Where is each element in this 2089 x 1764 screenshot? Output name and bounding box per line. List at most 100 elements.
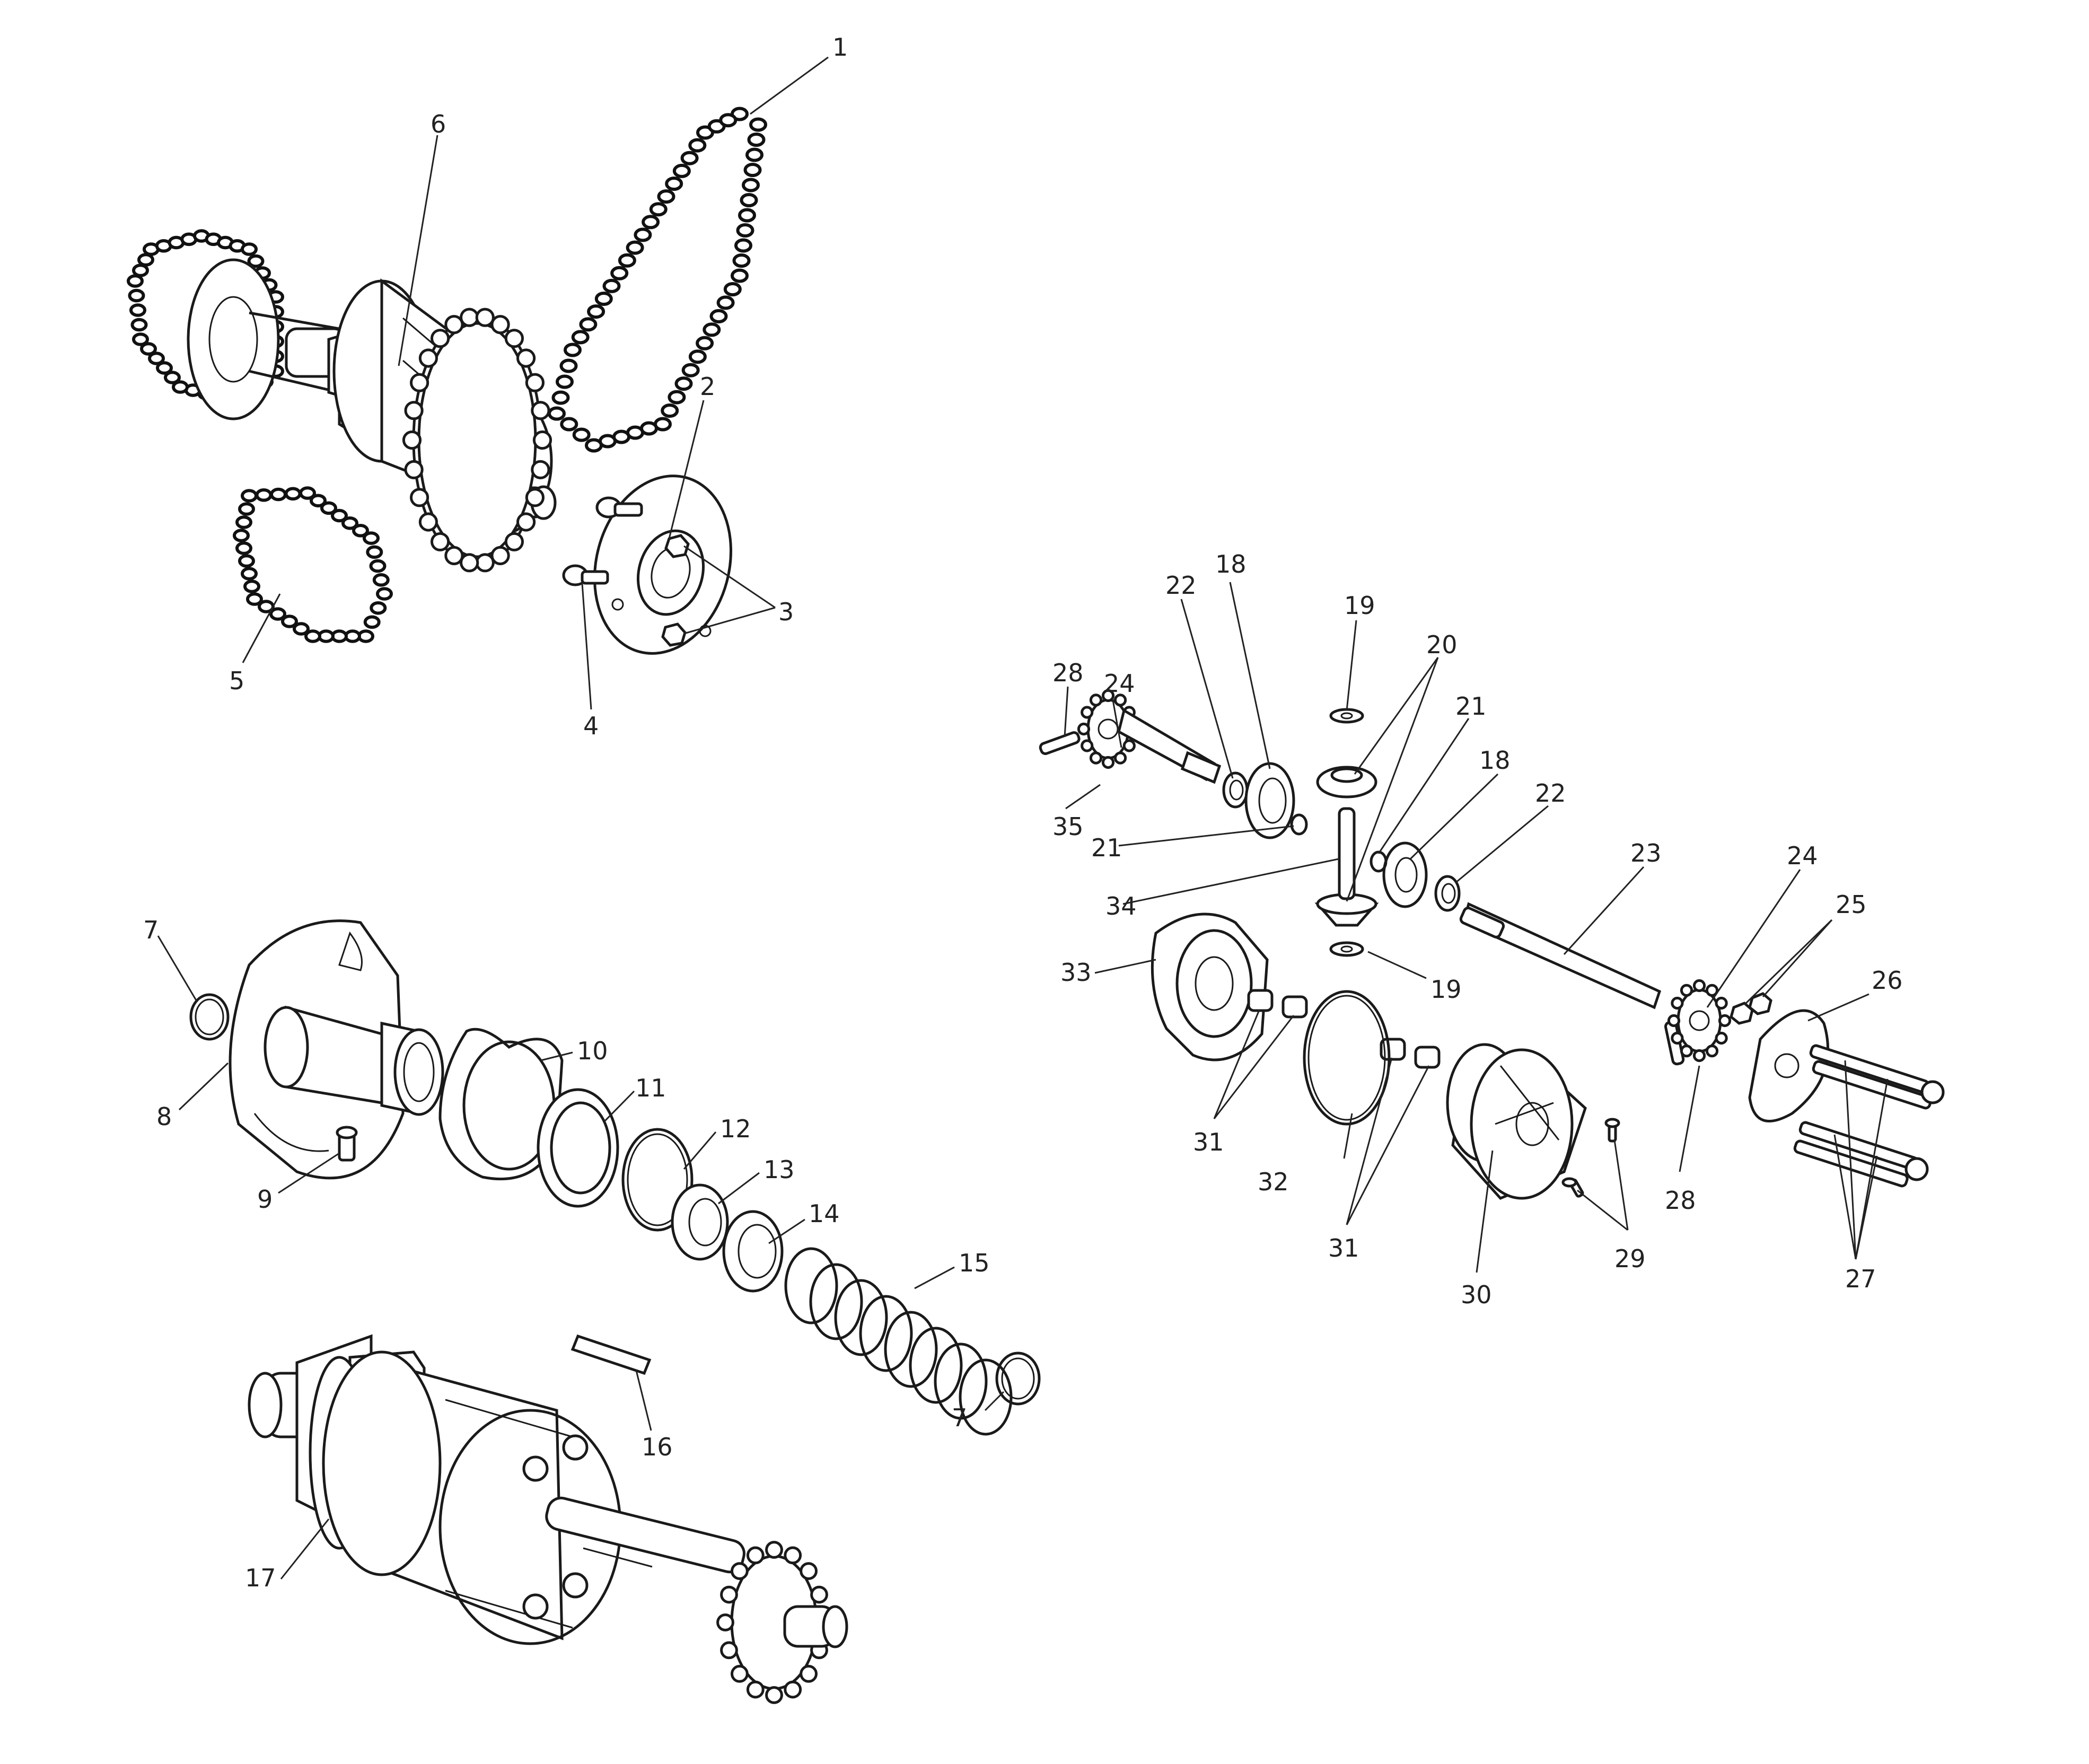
- chain-link: [594, 292, 613, 306]
- callout-16: 16: [642, 1433, 673, 1461]
- sprocket-tooth: [431, 532, 450, 551]
- sprocket-tooth: [720, 1585, 738, 1604]
- chain-link: [602, 278, 621, 293]
- sprocket-tooth: [1077, 722, 1091, 736]
- callout-1: 1: [832, 33, 848, 62]
- spring-coil: [834, 1279, 888, 1356]
- part-11-bearing: [537, 1088, 619, 1208]
- callout-22-left: 22: [1165, 571, 1197, 600]
- sprocket-tooth: [402, 430, 422, 450]
- sprocket-tooth: [765, 1686, 783, 1704]
- sprocket-tooth: [504, 532, 524, 551]
- sprocket-tooth: [460, 553, 479, 573]
- sprocket-tooth: [784, 1680, 802, 1699]
- chain-link: [657, 189, 675, 204]
- part-22-washer-right: [1434, 875, 1461, 912]
- part-27-long-bolts: [1793, 1044, 1945, 1188]
- chain-link: [233, 529, 250, 542]
- sprocket-tooth: [531, 460, 550, 479]
- chain-link: [270, 487, 287, 502]
- sprocket-tooth: [720, 1641, 738, 1660]
- chain-link: [585, 438, 603, 453]
- part-19-washer-bottom: [1329, 941, 1364, 957]
- part-5-small-chain: [233, 486, 393, 643]
- chain-link: [665, 177, 683, 191]
- callout-11: 11: [635, 1074, 666, 1102]
- callout-33: 33: [1060, 958, 1092, 987]
- sprocket-tooth: [784, 1546, 802, 1565]
- spring-coil: [884, 1311, 938, 1388]
- spring-coil: [959, 1358, 1013, 1436]
- sprocket-tooth: [444, 315, 464, 335]
- callout-31-left: 31: [1193, 1128, 1224, 1156]
- spring-coil: [784, 1247, 838, 1324]
- part-7-circlip-left: [189, 993, 230, 1041]
- callout-28-right: 28: [1665, 1186, 1696, 1215]
- part-20-pinion-gear-bottom: [1314, 893, 1379, 927]
- chain-link: [238, 554, 255, 568]
- chain-link: [734, 238, 752, 253]
- sprocket-tooth: [1680, 1045, 1693, 1058]
- callout-8: 8: [156, 1102, 172, 1131]
- sprocket-tooth: [1715, 1031, 1728, 1045]
- part-16-key: [570, 1334, 652, 1375]
- sprocket-tooth: [1113, 751, 1127, 765]
- chain-link: [129, 303, 146, 317]
- chain-link: [269, 607, 286, 621]
- chain-link: [164, 371, 181, 384]
- part-18-bevel-gear-left: [1244, 762, 1295, 839]
- chain-link: [241, 242, 258, 256]
- spring-coil: [809, 1263, 863, 1340]
- chain-link: [716, 295, 735, 310]
- sprocket-tooth: [1081, 739, 1094, 752]
- callout-20: 20: [1426, 630, 1458, 659]
- callout-4: 4: [583, 712, 599, 740]
- sprocket-tooth: [1718, 1014, 1732, 1028]
- spring-coil: [909, 1327, 963, 1404]
- chain-link: [369, 559, 387, 573]
- sprocket-tooth: [731, 1665, 749, 1683]
- callout-30: 30: [1461, 1280, 1492, 1309]
- part-20-pinion-gear-top: [1316, 766, 1377, 798]
- part-19-washer-top: [1329, 708, 1364, 724]
- sprocket-tooth: [431, 329, 450, 348]
- sprocket-tooth: [516, 348, 536, 368]
- sprocket-tooth: [490, 315, 510, 335]
- chain-link: [243, 580, 260, 593]
- sprocket-tooth: [765, 1541, 783, 1559]
- callout-10: 10: [577, 1037, 608, 1065]
- callout-14: 14: [809, 1199, 840, 1228]
- callout-2: 2: [700, 372, 715, 401]
- chain-link: [235, 541, 252, 555]
- chain-link: [738, 208, 756, 223]
- sprocket-tooth: [410, 488, 429, 507]
- chain-link: [649, 202, 668, 217]
- part-6-drum-assembly: [187, 258, 557, 573]
- callout-34: 34: [1105, 892, 1137, 920]
- callout-31-right: 31: [1328, 1234, 1359, 1262]
- sprocket-tooth: [475, 308, 495, 327]
- chain-link: [551, 390, 570, 405]
- callout-28-left: 28: [1052, 659, 1084, 687]
- chain-link: [247, 254, 265, 268]
- callout-13: 13: [763, 1155, 795, 1184]
- sprocket-tooth: [716, 1613, 734, 1631]
- sprocket-tooth: [404, 401, 424, 420]
- sprocket-tooth: [1113, 694, 1127, 707]
- chain-link: [688, 349, 707, 364]
- callout-35: 35: [1052, 812, 1084, 841]
- chain-link: [749, 117, 767, 132]
- part-7-circlip-right: [995, 1351, 1041, 1406]
- chain-link: [661, 403, 679, 418]
- callout-6: 6: [431, 110, 446, 138]
- part-24-left-sprocket: [1077, 689, 1139, 769]
- chain-link: [130, 318, 148, 332]
- part-14-thrust-washer: [722, 1210, 784, 1293]
- chain-link: [132, 264, 149, 277]
- chain-link: [148, 352, 165, 365]
- part-13-washer: [671, 1183, 729, 1261]
- chain-link: [681, 363, 700, 378]
- chain-link: [172, 380, 189, 394]
- chain-link: [674, 376, 693, 391]
